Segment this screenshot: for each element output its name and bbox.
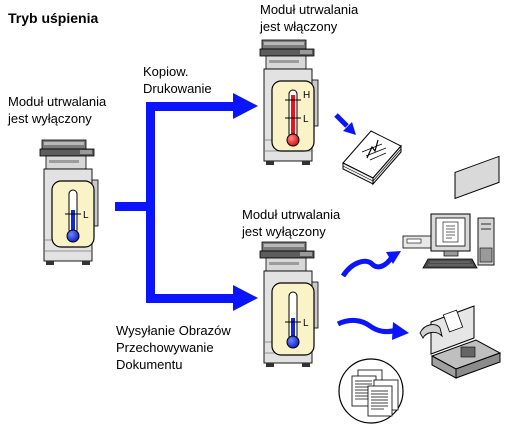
top-action-line1: Kopiow. <box>143 64 189 79</box>
bottom-action-line3: Dokumentu <box>116 357 183 372</box>
send-to-pc-arrow <box>340 251 401 278</box>
bottom-action-label: Wysyłanie Obrazów Przechowywanie Dokumen… <box>116 322 231 373</box>
thermometer-panel-top: H L <box>271 80 315 152</box>
fax-machine-icon <box>419 155 502 379</box>
bottom-state-line1: Moduł utrwalania <box>242 207 341 222</box>
left-state-line2: jest wyłączony <box>8 111 92 126</box>
left-state-line1: Moduł utrwalania <box>8 94 107 109</box>
printout-arrow <box>334 113 356 135</box>
high-mark-top: H <box>303 90 310 101</box>
bottom-action-line2: Przechowywanie <box>116 340 214 355</box>
computer-icon <box>402 213 495 269</box>
low-mark-left: L <box>83 210 89 221</box>
top-state-line1: Moduł utrwalania <box>260 2 359 17</box>
arrow-top-head <box>233 93 258 119</box>
routing-arrows <box>115 93 258 311</box>
top-action-label: Kopiow. Drukowanie <box>143 63 212 97</box>
arrow-trunk <box>146 102 155 303</box>
printed-paper-stack-icon <box>342 130 402 186</box>
top-state-line2: jest włączony <box>260 19 338 34</box>
low-mark-top: L <box>303 114 309 125</box>
thermometer-panel-left: L <box>51 180 95 248</box>
top-state-label: Moduł utrwalania jest włączony <box>260 1 358 35</box>
bottom-action-line1: Wysyłanie Obrazów <box>116 323 231 338</box>
send-to-fax-arrow <box>336 317 409 340</box>
top-action-line2: Drukowanie <box>143 81 212 96</box>
arrow-bottom-shaft <box>146 294 234 303</box>
thermometer-panel-bottom: L <box>271 282 315 356</box>
arrow-bottom-head <box>233 285 258 311</box>
bottom-state-label: Moduł utrwalania jest wyłączony <box>242 206 340 240</box>
bottom-state-line2: jest wyłączony <box>242 224 326 239</box>
diagram-title: Tryb uśpienia <box>8 10 99 26</box>
arrow-stem <box>115 202 150 211</box>
stored-documents-icon <box>338 358 404 424</box>
left-state-label: Moduł utrwalania jest wyłączony <box>8 93 106 127</box>
arrow-top-shaft <box>146 102 234 111</box>
low-mark-bottom: L <box>303 318 309 329</box>
